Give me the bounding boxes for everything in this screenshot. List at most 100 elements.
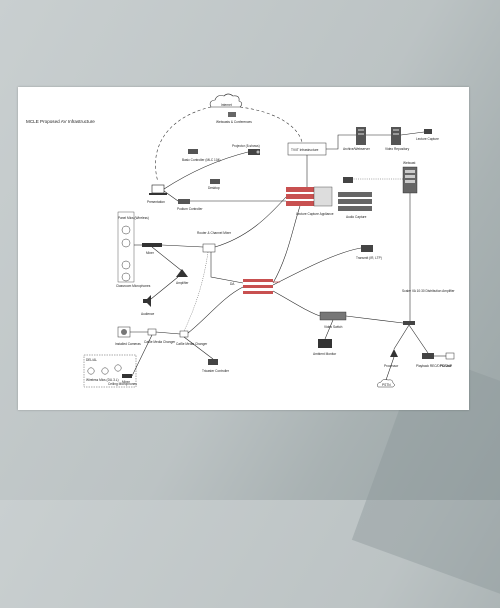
wireless-mic-2 [101,367,109,375]
link-tvit-archive [326,134,356,150]
link-mixer-amp [151,246,183,272]
projector-icon [248,149,260,155]
playback-label: Playback REC/DPM VoIP [416,364,452,368]
small-switch-icon [343,177,353,183]
projector-label: Projector (5-shows) [232,144,260,148]
video-repository-icon [391,127,401,145]
cat5-rx-label: Cat5e Media Changer [176,342,208,346]
infrastructure-diagram: MCLE Proposed AV Infrastructure Internet… [26,93,455,388]
link-router-catrx-dotted [183,251,209,332]
tvit-label: TV/IT Infrastructure [291,148,319,152]
diagram-sheet: MCLE Proposed AV Infrastructure Internet… [18,87,469,410]
lecture-capture-label: Lecture Capture Appliance [296,212,334,216]
lecture-server-label: Lecture Capture [416,137,439,141]
link-dist-processor [393,324,410,350]
distributor-label: Scaler VA 10:30 Distribution Amplifier [402,289,455,293]
pstn-cloud [377,379,395,388]
panel-mics-label: Panel Mics (Wireless) [118,216,149,220]
wireless-mic-1 [87,367,95,375]
desktop-label: Desktop [208,186,220,190]
audience-label: Audience [141,312,155,316]
da-label: DA [230,282,235,286]
processor-label: Processor [384,364,399,368]
monitor-label: Ambient Monitor [313,352,337,356]
mixer-label: Mixer [146,251,155,255]
link-cattx-catrx [155,331,181,335]
cat5-tx-icon [147,328,157,336]
audio-capture-rack [338,192,372,211]
router-label: Router & Channel Mixer [197,231,232,235]
tricaster-label: Tricaster Controller [202,369,230,373]
link-processor-pstn [385,356,395,381]
webcasts-icon [228,112,236,117]
link-da-videoswitch [272,290,321,317]
internet-link-left [155,106,212,183]
presentation-label: Presentation [147,200,165,204]
wireless-mic-3 [114,364,122,372]
router-icon [202,243,216,253]
cat5-rx-icon [179,330,189,338]
link-room-cattx [131,334,153,377]
mixer-icon [142,243,162,247]
link-da-transmitter [272,247,362,286]
archive-server-icon [356,127,366,145]
link-amp-speaker [150,276,179,300]
link-videoswitch-dist [345,315,404,324]
room-label: DEL/AL [86,358,97,362]
panel-mic-2 [121,238,131,248]
basic-controller-label: Basic Controller (MLC 104) [182,158,220,162]
monitor-icon [318,339,332,348]
webcasts-label: Webcasts & Conferences [216,120,252,124]
link-repo-lecture [400,131,425,136]
podium-controller-icon [178,199,190,204]
pcbox-icon [445,352,455,360]
basic-controller-icon [188,149,198,154]
transmitter-label: Transmit (IR, LTP) [356,256,382,260]
podium-controller-label: Podium Controller [177,207,203,211]
video-switch-icon [319,311,347,321]
distributor-icon [403,321,415,325]
internet-cloud [209,93,243,108]
lecture-capture-appliance [286,186,333,207]
pcbox-label: PC/Disk [440,364,452,368]
installed-camera-icon [117,326,131,338]
link-catrx-tricaster [183,336,214,360]
transmitter-icon [361,245,373,252]
speaker-icon [143,295,151,307]
amplifier-icon [176,269,188,277]
link-mixer-router [161,244,204,248]
link-catrx-da [187,286,244,334]
webcast-label: Webcast [403,161,415,165]
webcast-rack-icon [402,166,418,194]
archive-server-label: Archive/Webserver [343,147,371,151]
link-laptop-projector [163,151,249,190]
pstn-label: PSTN [382,383,391,387]
room-box [83,354,137,388]
panel-mic-1 [121,225,131,235]
link-router-da [210,252,244,284]
room-mixer-label: Mixer [122,380,131,384]
room-mixer-icon [122,374,132,378]
link-videoswitch-monitor [324,319,334,340]
ceiling-label: Ceiling Microphones [108,382,137,386]
processor-icon [390,349,398,357]
link-dist-playback [408,324,429,354]
internet-label: Internet [221,103,232,107]
video-switch-label: Video Switch [324,325,343,329]
link-da-capture [272,205,301,284]
classroom-label: Classroom Microphones [116,284,151,288]
tricaster-icon [208,359,218,365]
lecture-server-icon [424,129,432,134]
wireless-label: Wireless Mics (DU.3.L) [86,378,119,382]
playback-icon [422,353,434,359]
link-router-capture [214,196,287,248]
link-laptop-podium [163,190,179,202]
cameras-label: Installed Cameras [115,342,141,346]
audio-capture-label: Audio Capture [346,215,367,219]
cat5-tx-label: Cat5e Media Changer [144,340,176,344]
panel-mic-4 [121,272,131,282]
diagram-title: MCLE Proposed AV Infrastructure [26,119,95,124]
amplifier-label: Amplifier [176,281,189,285]
da-splitter [243,279,273,294]
internet-link-right [239,106,303,143]
